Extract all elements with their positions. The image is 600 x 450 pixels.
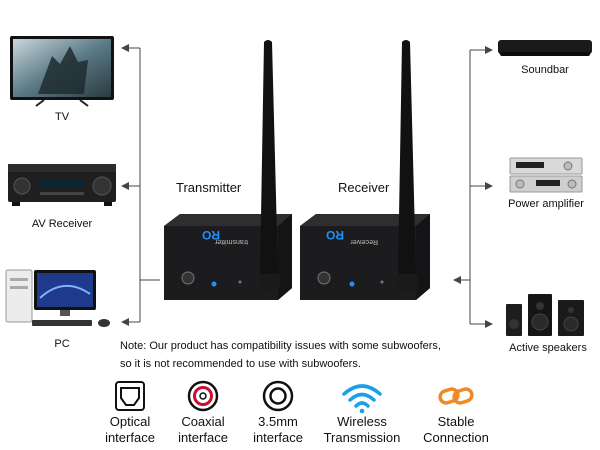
note-line-2: so it is not recommended to use with sub…	[120, 358, 361, 370]
coaxial-port-icon	[187, 380, 219, 412]
feature-optical-line2: interface	[105, 430, 155, 445]
source-label-av-receiver: AV Receiver	[31, 218, 93, 230]
feature-aux: 3.5mm interface	[242, 380, 314, 446]
aux-port-icon	[262, 380, 294, 412]
feature-wireless-line1: Wireless	[337, 414, 387, 429]
active-speakers-image	[506, 294, 584, 336]
soundbar-image	[498, 40, 592, 56]
transmitter-label: Transmitter	[176, 180, 242, 195]
source-label-pc: PC	[54, 338, 70, 350]
receiver-logo: RO	[326, 228, 344, 242]
feature-wireless-line2: Transmission	[323, 430, 401, 445]
power-amplifier-image	[509, 157, 583, 193]
transmitter-device-image: RO transmitter	[164, 40, 292, 300]
feature-optical: Optical interface	[92, 380, 168, 446]
receiver-device-image: RO Receiver	[300, 40, 430, 300]
receiver-label: Receiver	[338, 180, 390, 195]
receiver-print: Receiver	[350, 238, 378, 245]
note-line-1: Note: Our product has compatibility issu…	[120, 340, 441, 352]
feature-aux-line2: interface	[253, 430, 303, 445]
output-label-active-speakers: Active speakers	[509, 342, 587, 354]
wifi-icon	[342, 384, 382, 414]
feature-optical-line1: Optical	[109, 414, 151, 429]
feature-stable: Stable Connection	[410, 380, 502, 446]
output-label-soundbar: Soundbar	[521, 64, 569, 76]
tv-image	[10, 36, 114, 107]
feature-wireless: Wireless Transmission	[314, 380, 410, 446]
transmitter-print: transmitter	[214, 238, 248, 245]
transmitter-logo: RO	[202, 228, 220, 242]
optical-port-icon	[115, 381, 145, 411]
feature-aux-line1: 3.5mm	[258, 414, 298, 429]
source-label-tv: TV	[54, 111, 70, 123]
feature-stable-line2: Connection	[423, 430, 489, 445]
output-label-power-amplifier: Power amplifier	[508, 198, 584, 210]
feature-coaxial-line2: interface	[178, 430, 228, 445]
feature-coaxial-line1: Coaxial	[181, 414, 225, 429]
pc-image	[5, 269, 110, 327]
feature-coaxial: Coaxial interface	[166, 380, 240, 446]
av-receiver-image	[8, 164, 116, 206]
chain-link-icon	[438, 387, 474, 405]
compatibility-note: Note: Our product has compatibility issu…	[120, 337, 500, 373]
feature-stable-line1: Stable	[437, 414, 475, 429]
